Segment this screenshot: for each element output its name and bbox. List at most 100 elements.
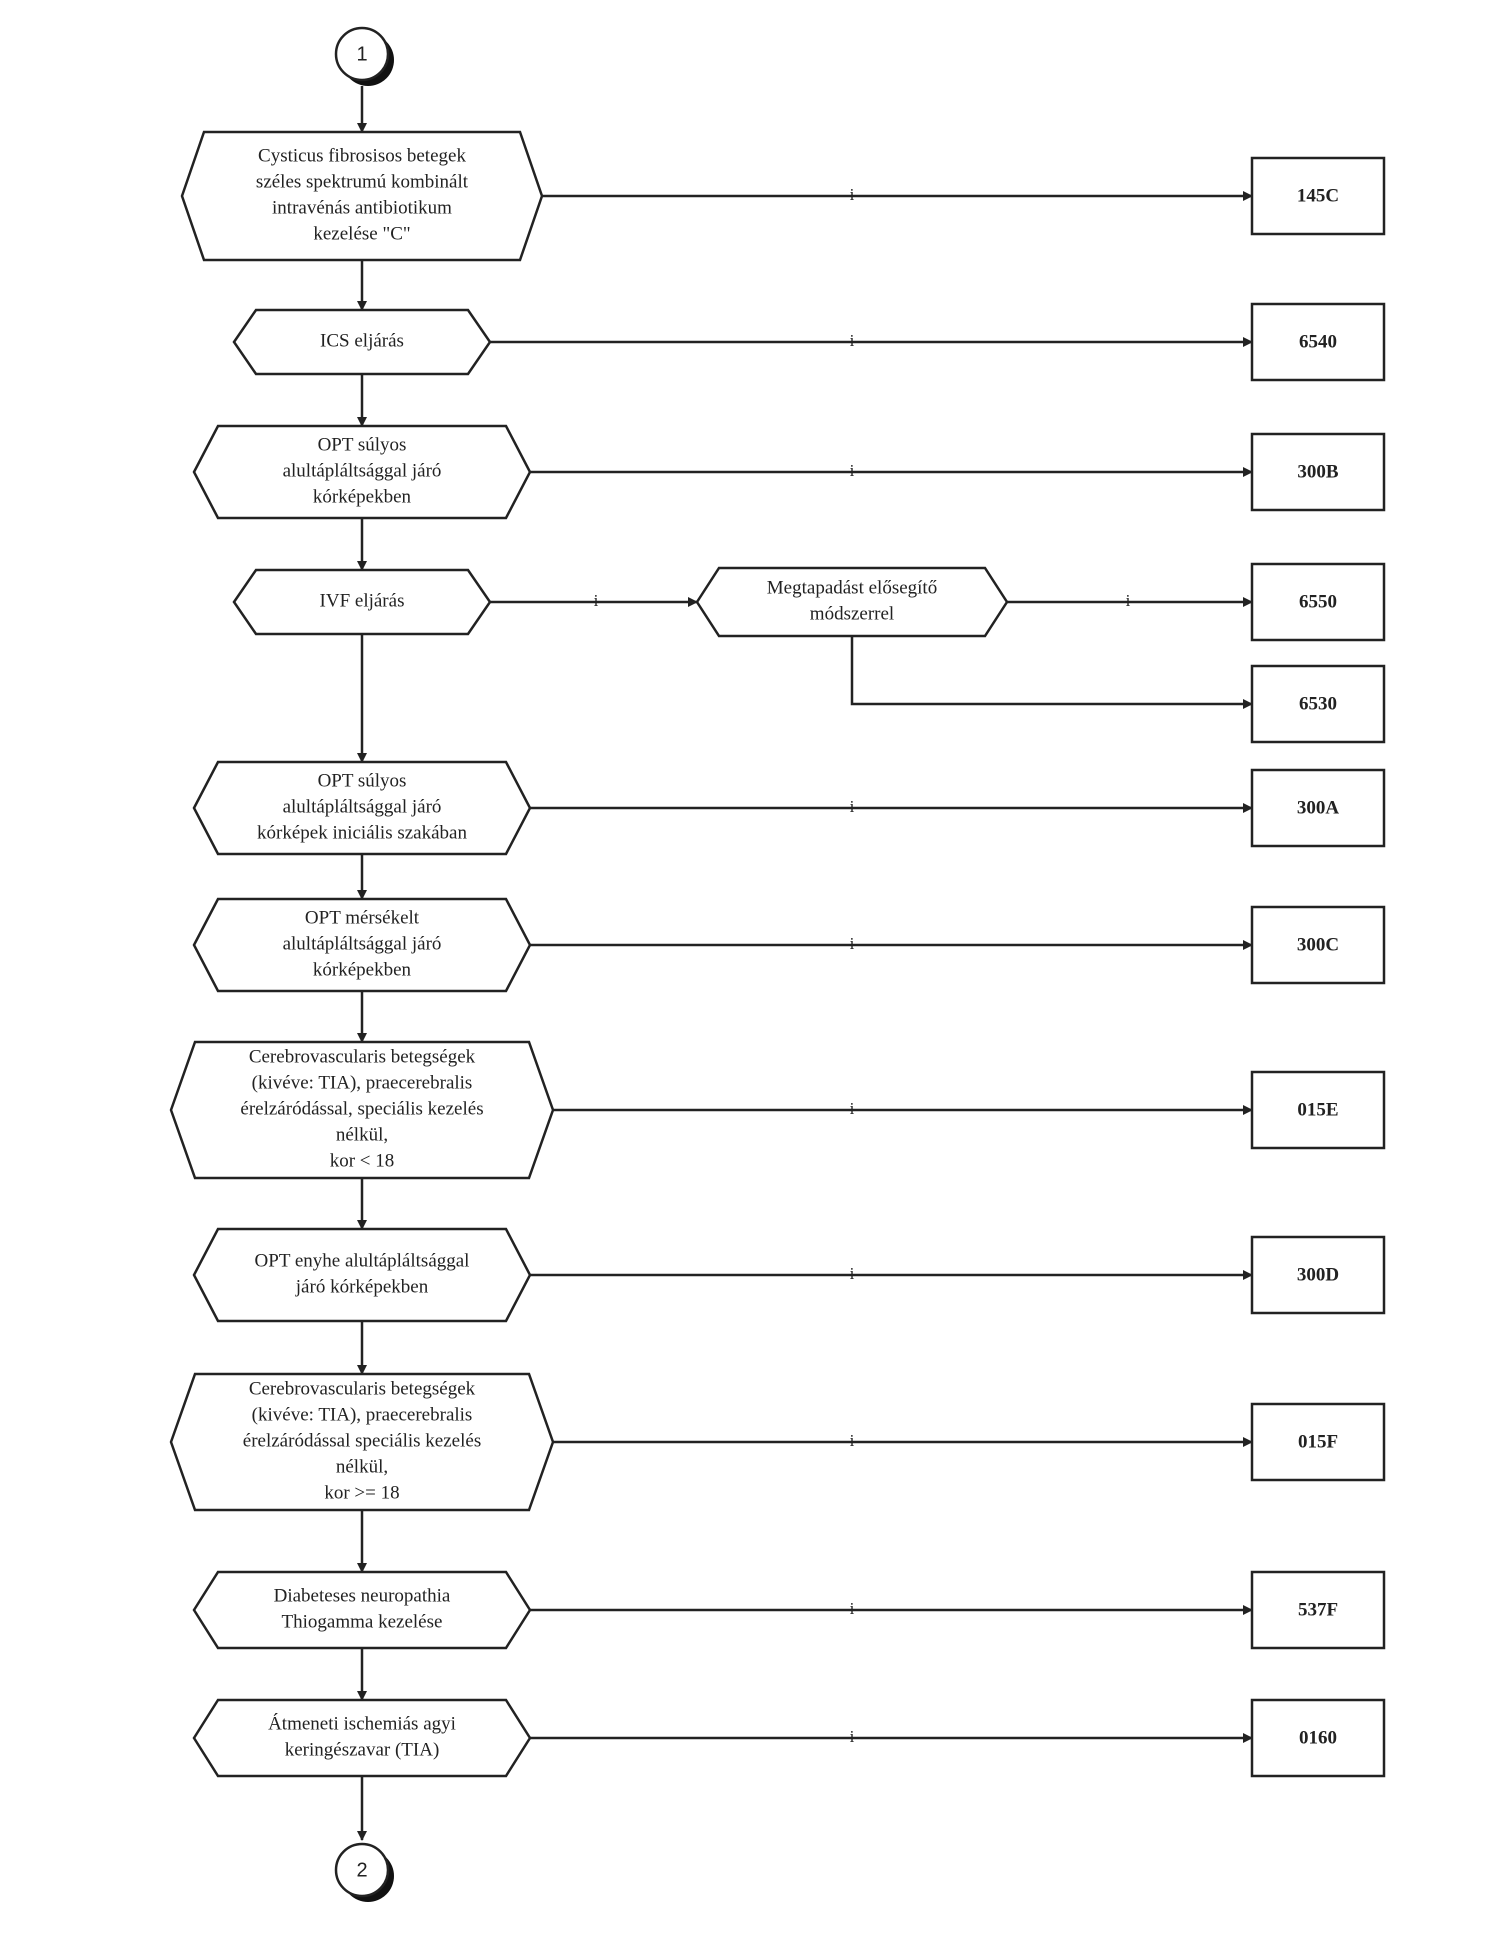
- result-code: 015F: [1298, 1431, 1338, 1452]
- decision-d11: Átmeneti ischemiás agyi keringészavar (TI…: [192, 1698, 532, 1778]
- result-rect: [1250, 1402, 1386, 1482]
- decision-text-line: kor < 18: [330, 1150, 395, 1171]
- edge-label-i: i: [594, 591, 599, 610]
- edge-label-i: i: [850, 331, 855, 350]
- decision-shape: [192, 1227, 532, 1323]
- decision-d5: OPT súlyos alultápláltsággal járó kórképek…: [192, 760, 532, 856]
- decision-d4: IVF eljárás: [232, 568, 492, 636]
- result-box-145C: 145C: [1250, 156, 1386, 236]
- decision-text-line: módszerrel: [810, 603, 894, 624]
- result-code: 6540: [1299, 331, 1337, 352]
- decision-text-line: nélkül,: [336, 1124, 388, 1145]
- result-rect: [1250, 302, 1386, 382]
- no-arrow: [850, 636, 1253, 709]
- connector-circle: [334, 1842, 390, 1898]
- decision-text-line: alultápláltsággal járó: [283, 933, 442, 954]
- decision-text-line: OPT súlyos: [318, 770, 407, 791]
- decision-shape: [232, 568, 492, 636]
- result-box-300D: 300D: [1250, 1235, 1386, 1315]
- result-box-6530: 6530: [1250, 664, 1386, 744]
- result-code: 0160: [1299, 1727, 1337, 1748]
- decision-text-line: kezelése "C": [313, 223, 410, 244]
- connector-end: 2: [334, 1842, 394, 1902]
- decision-shape: [192, 1570, 532, 1650]
- decision-text-line: ICS eljárás: [320, 330, 404, 351]
- decision-text-line: kórképekben: [313, 486, 412, 507]
- edge-label-i: i: [1126, 591, 1131, 610]
- decision-shape: [192, 760, 532, 856]
- decision-shape: [232, 308, 492, 376]
- decision-text-line: IVF eljárás: [320, 590, 405, 611]
- result-code: 145C: [1297, 185, 1339, 206]
- decision-text-line: Megtapadást elősegítő: [767, 577, 937, 598]
- decision-text-line: OPT súlyos: [318, 434, 407, 455]
- decision-d1: Cysticus fibrosisos betegek széles spektr…: [180, 130, 544, 262]
- result-code: 6550: [1299, 591, 1337, 612]
- result-box-0160: 0160: [1250, 1698, 1386, 1778]
- decision-text-line: Thiogamma kezelése: [282, 1611, 443, 1632]
- decision-shape: [695, 566, 1009, 638]
- edge-label-i: i: [850, 461, 855, 480]
- decision-shape: [169, 1040, 555, 1180]
- result-box-300A: 300A: [1250, 768, 1386, 848]
- result-rect: [1250, 1698, 1386, 1778]
- decision-text-line: érelzáródással speciális kezelés: [243, 1430, 481, 1451]
- result-code: 300D: [1297, 1264, 1339, 1285]
- decision-text-line: intravénás antibiotikum: [272, 197, 452, 218]
- decision-d4b: Megtapadást elősegítő módszerrel: [695, 566, 1009, 638]
- decision-text-line: Cerebrovascularis betegségek: [249, 1046, 476, 1067]
- decision-d7: Cerebrovascularis betegségek (kivéve: TIA…: [169, 1040, 555, 1180]
- decision-text-line: (kivéve: TIA), praecerebralis: [252, 1404, 473, 1425]
- decision-text-line: Cysticus fibrosisos betegek: [258, 145, 466, 166]
- edge-label-i: i: [850, 1264, 855, 1283]
- decision-shape: [180, 130, 544, 262]
- nodes: 1 2 Cysticus fibrosisos betegek széles spek…: [169, 26, 1386, 1902]
- decision-text-line: Átmeneti ischemiás agyi: [268, 1712, 456, 1734]
- decision-shape: [169, 1372, 555, 1512]
- result-rect: [1250, 905, 1386, 985]
- connector-start: 1: [334, 26, 394, 86]
- edge-label-i: i: [850, 1727, 855, 1746]
- result-rect: [1250, 432, 1386, 512]
- result-box-300B: 300B: [1250, 432, 1386, 512]
- decision-text-line: széles spektrumú kombinált: [256, 171, 469, 192]
- result-rect: [1250, 156, 1386, 236]
- decision-text-line: (kivéve: TIA), praecerebralis: [252, 1072, 473, 1093]
- decision-d6: OPT mérsékelt alultápláltsággal járó kórké…: [192, 897, 532, 993]
- edge-label-i: i: [850, 1099, 855, 1118]
- result-code: 015E: [1297, 1099, 1338, 1120]
- decision-text-line: kórképek iniciális szakában: [257, 822, 467, 843]
- result-rect: [1250, 768, 1386, 848]
- decision-text-line: kor >= 18: [324, 1482, 399, 1503]
- decision-text-line: nélkül,: [336, 1456, 388, 1477]
- decision-text-line: OPT mérsékelt: [305, 907, 420, 928]
- decision-d9: Cerebrovascularis betegségek(kivéve: TIA…: [169, 1372, 555, 1512]
- result-rect: [1250, 1570, 1386, 1650]
- connector-circle: [334, 26, 390, 82]
- decision-text-line: alultápláltsággal járó: [283, 796, 442, 817]
- result-rect: [1250, 562, 1386, 642]
- decision-shape: [192, 424, 532, 520]
- connector-label: 1: [356, 43, 367, 65]
- decision-shape: [192, 897, 532, 993]
- result-box-6550: 6550: [1250, 562, 1386, 642]
- result-box-6540: 6540: [1250, 302, 1386, 382]
- edge-label-i: i: [850, 185, 855, 204]
- edge-label-i: i: [850, 934, 855, 953]
- decision-text-line: keringészavar (TIA): [285, 1739, 440, 1760]
- result-code: 300A: [1297, 797, 1340, 818]
- decision-text-line: Diabeteses neuropathia: [274, 1585, 451, 1606]
- result-code: 300C: [1297, 934, 1339, 955]
- decision-text-line: alultápláltsággal járó: [283, 460, 442, 481]
- connector-label: 2: [356, 1859, 367, 1881]
- result-rect: [1250, 664, 1386, 744]
- edge-label-i: i: [850, 1599, 855, 1618]
- decision-text-line: érelzáródással, speciális kezelés: [240, 1098, 483, 1119]
- decision-text-line: járó kórképekben: [295, 1276, 429, 1297]
- decision-d2: ICS eljárás: [232, 308, 492, 376]
- decision-text-line: kórképekben: [313, 959, 412, 980]
- result-box-537F: 537F: [1250, 1570, 1386, 1650]
